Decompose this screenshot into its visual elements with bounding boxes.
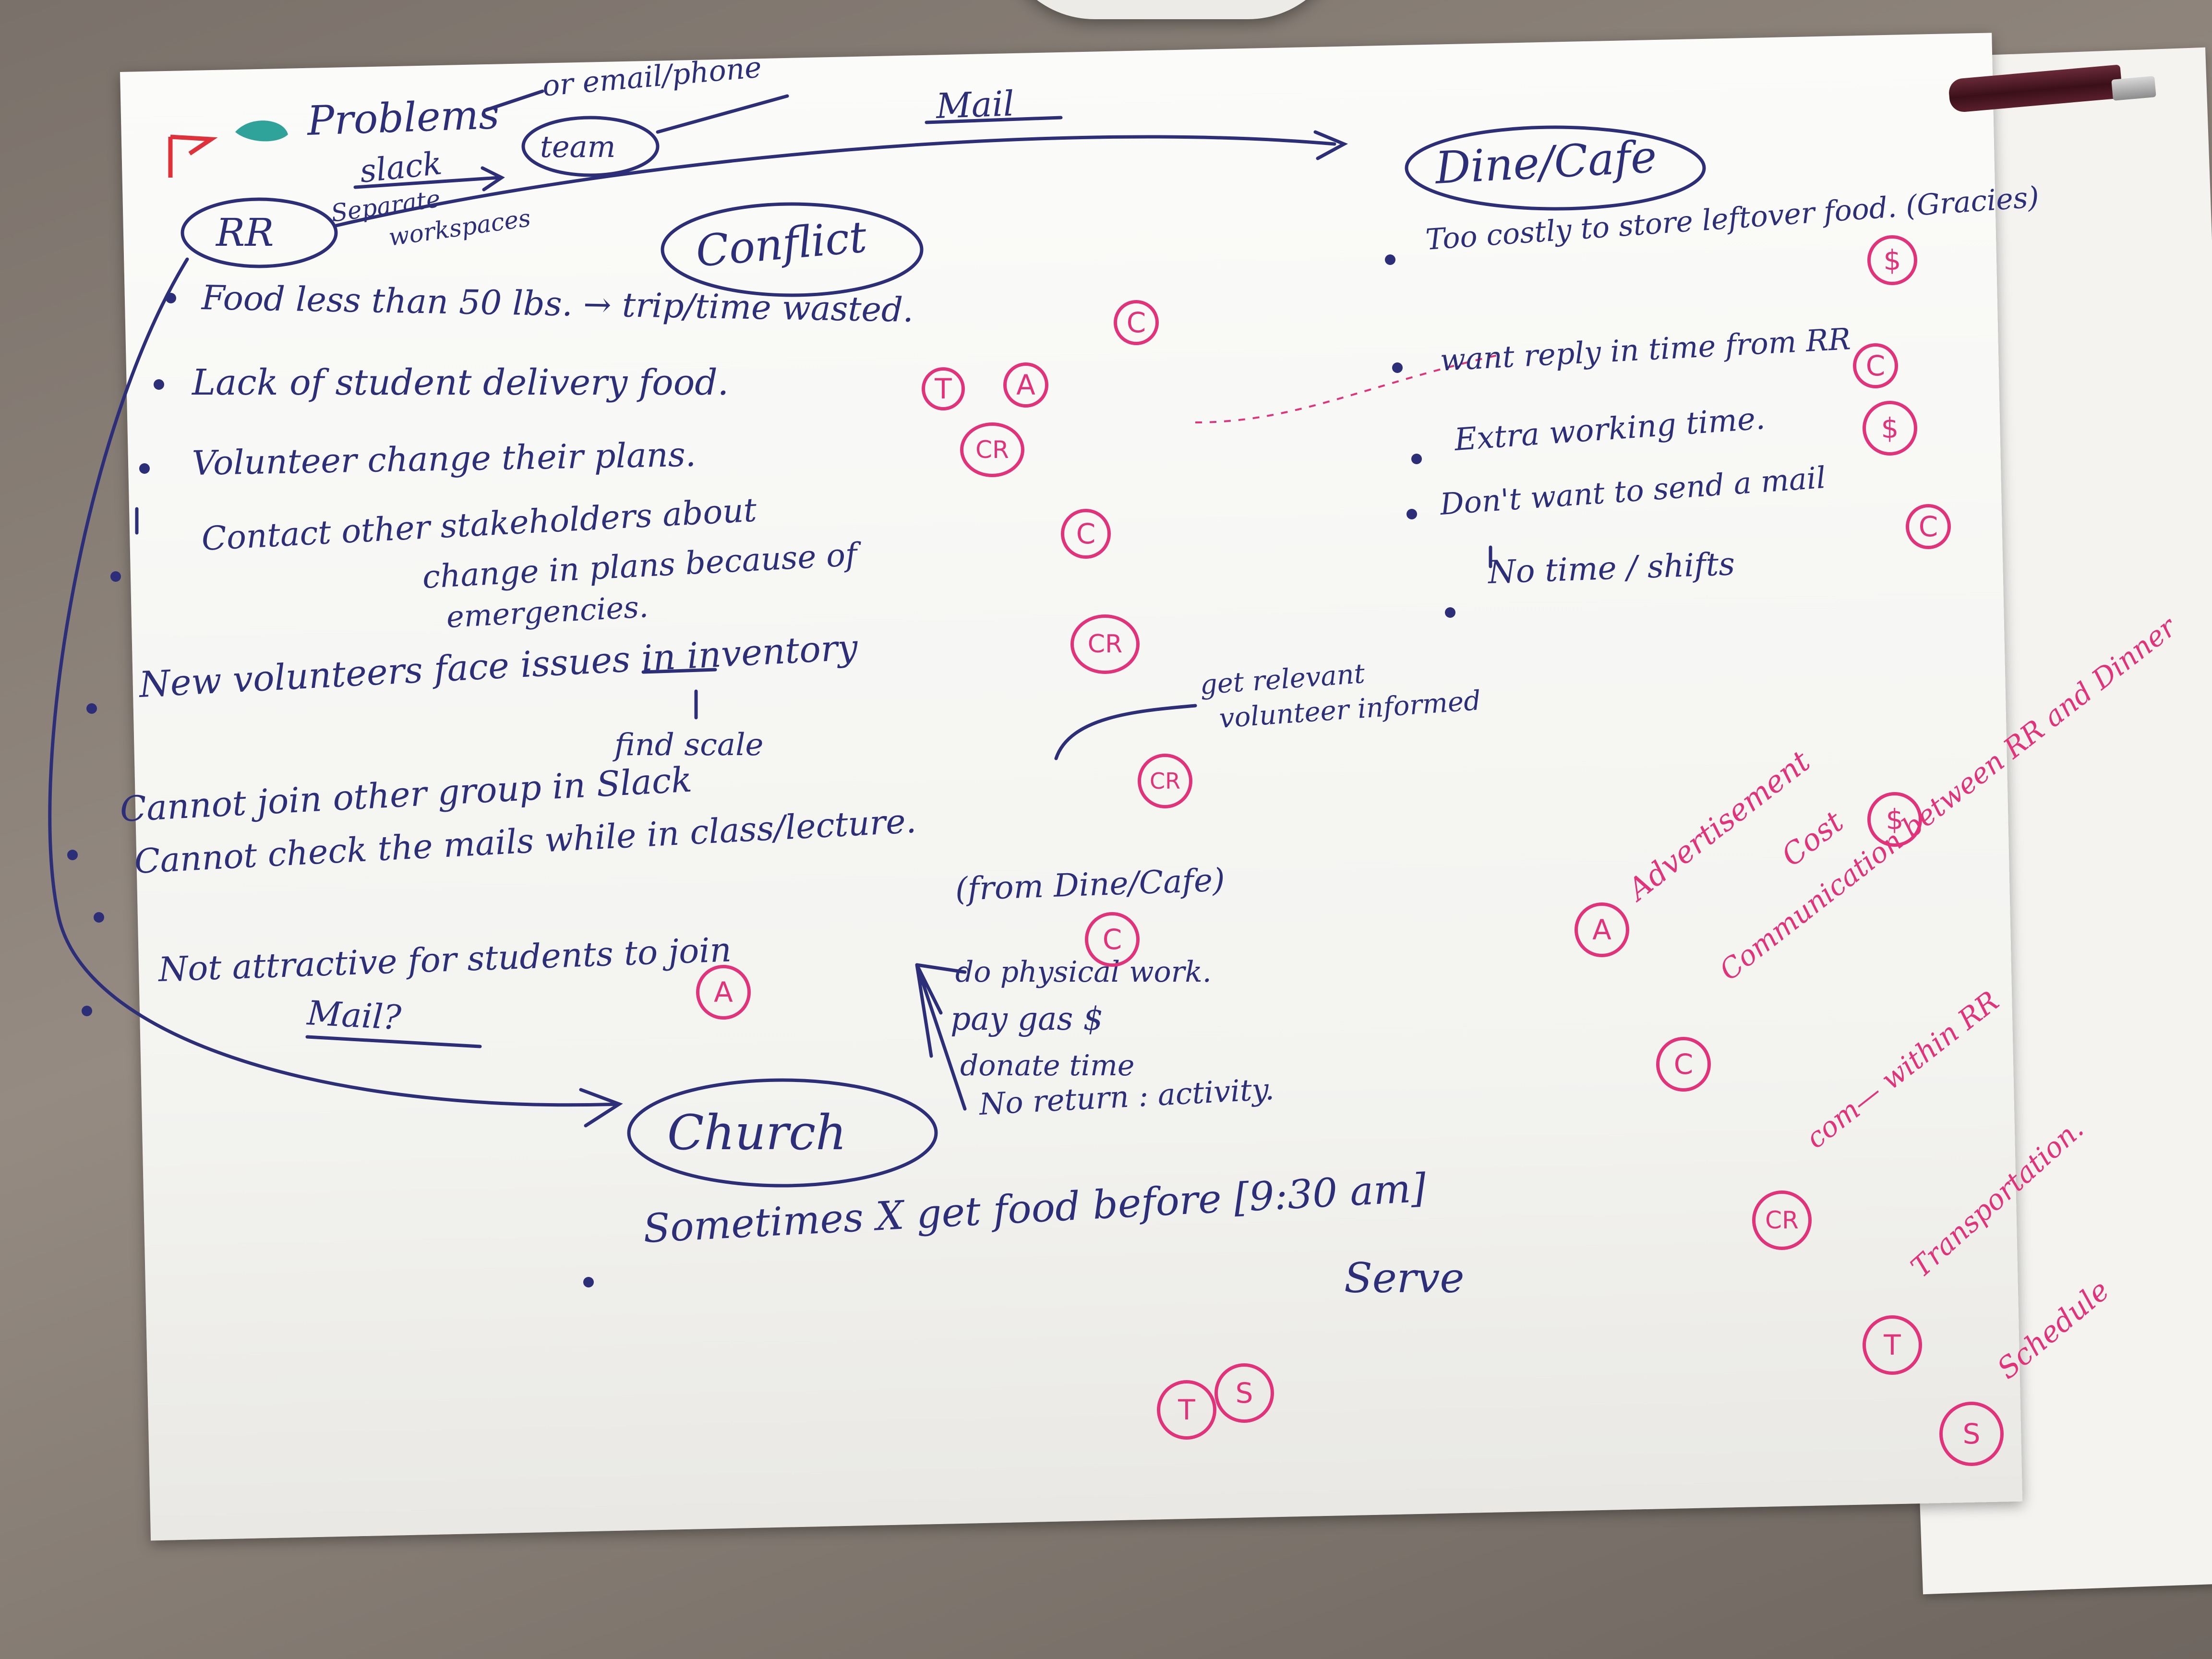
bullet (166, 293, 176, 303)
bullet (1411, 454, 1422, 464)
bullet (1392, 362, 1403, 373)
legend-text-transportation: Transportation. (1904, 1112, 2090, 1284)
bullet (139, 463, 150, 474)
church-reason-physical: do physical work. (955, 955, 1212, 989)
legend-letter-t: T (1863, 1315, 1922, 1375)
team-ellipse (521, 116, 660, 177)
legend-text-schedule: Schedule (1991, 1273, 2116, 1386)
team-link (483, 89, 544, 112)
church-ellipse (627, 1078, 938, 1188)
rr-label: RR (216, 210, 274, 255)
tag-cr: CR (960, 422, 1024, 477)
legend-text-com-within: com— within RR (1800, 984, 2005, 1155)
rr-to-church-curve (48, 257, 621, 1107)
conflict-ellipse (661, 202, 924, 297)
rr-to-dine-arrowhead (1313, 130, 1348, 160)
bullet (110, 571, 121, 582)
church-brace (915, 963, 967, 1111)
legend-letter-cr: CR (1752, 1190, 1812, 1250)
church-label: Church (667, 1105, 847, 1161)
church-reason-gas: pay gas $ (950, 1000, 1104, 1037)
rr-item-find-scale: find scale (614, 727, 764, 763)
inform-arrow (1054, 704, 1197, 760)
bullet (86, 703, 97, 714)
tag-s: S (1214, 1363, 1274, 1423)
tag-t: T (1157, 1380, 1216, 1440)
tag-cr: CR (1070, 614, 1140, 674)
tag-c: C (1061, 509, 1111, 559)
bullet (1385, 254, 1395, 265)
bullet (94, 912, 104, 923)
mail2-underline (305, 1035, 482, 1048)
tag-dollar: $ (1863, 401, 1917, 456)
legend-letter-c: C (1656, 1037, 1711, 1092)
flag-icon (168, 134, 218, 178)
bullet (154, 379, 164, 390)
team-email-link (656, 94, 789, 134)
tag-t: T (922, 367, 965, 410)
teal-problems-mark (235, 120, 288, 142)
dine-ellipse (1405, 125, 1706, 211)
legend-letter-a: A (1575, 902, 1629, 957)
tag-a: A (1003, 362, 1048, 408)
church-reason-donate: donate time (960, 1049, 1135, 1082)
bullet (1407, 509, 1417, 519)
tag-c: C (1114, 300, 1159, 345)
tag-c: C (1853, 343, 1898, 388)
rr-ellipse (180, 197, 338, 268)
bullet (1445, 607, 1455, 618)
bullet (82, 1006, 92, 1016)
tag-a: A (696, 965, 751, 1020)
legend-text-cost: Cost (1775, 804, 1850, 874)
tag-c: C (1085, 912, 1140, 967)
tag-dollar: $ (1867, 235, 1917, 285)
legend-letter-s: S (1939, 1402, 2004, 1466)
bullet (583, 1277, 594, 1287)
slack-arrow (353, 176, 501, 189)
team-label: team (540, 129, 616, 164)
bullet (67, 850, 78, 860)
tag-cr: CR (1138, 754, 1192, 808)
slack-arrowhead (481, 166, 505, 192)
rr-to-dine-curve (334, 135, 1336, 228)
legend-text-communication: Communication between RR and Dinner (1713, 610, 2182, 987)
legend-letter-dollar: $ (1867, 792, 1922, 847)
tag-c: C (1906, 504, 1951, 549)
rr-to-church-arrowhead (579, 1088, 623, 1128)
mail-underline (925, 116, 1063, 124)
bottom-serve: Serve (1344, 1254, 1465, 1302)
rr-item-delivery: Lack of student delivery food. (192, 362, 729, 403)
legend-text-advertisement: Advertisement (1621, 744, 1817, 907)
issues-underline (641, 668, 717, 674)
